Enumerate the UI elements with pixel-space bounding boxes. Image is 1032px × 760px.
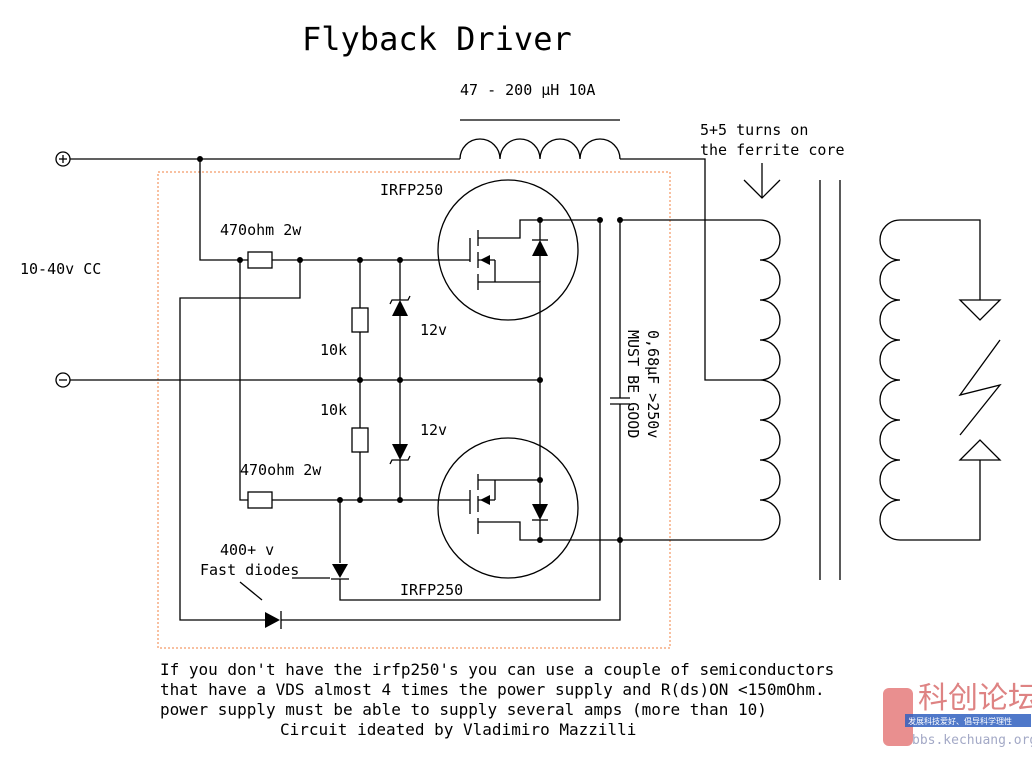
mosfet-bottom-label: IRFP250 — [400, 581, 463, 599]
capacitor-label-2: MUST BE GOOD — [624, 330, 642, 438]
resistor-10k-top — [351, 307, 369, 333]
capacitor-label-1: 0,68µF >250v — [644, 330, 662, 438]
center-tap-wire — [620, 158, 760, 381]
note-line-2: that have a VDS almost 4 times the power… — [160, 680, 825, 699]
electrode-bottom — [958, 439, 1002, 461]
watermark-brand: 科创论坛 — [918, 681, 1032, 716]
junction-dot — [537, 477, 543, 483]
cross-return-wire — [339, 220, 601, 601]
fast-diode-top — [331, 564, 349, 580]
drain-return-wire — [281, 540, 621, 621]
diode-pointer-arrow — [239, 577, 330, 601]
mosfet-top-label: IRFP250 — [380, 181, 443, 199]
turns-label-2: the ferrite core — [700, 141, 845, 159]
left-feed-wire — [239, 260, 248, 501]
note-line-3: power supply must be able to supply seve… — [160, 700, 767, 719]
mosfet-top — [437, 179, 600, 380]
secondary-winding — [879, 219, 901, 541]
junction-dot — [597, 217, 603, 223]
electrode-top — [958, 299, 1002, 321]
mosfet-bottom — [437, 380, 760, 579]
secondary-wire — [900, 460, 981, 541]
spark-icon — [958, 339, 1002, 436]
primary-winding — [759, 219, 781, 541]
driver-board-outline — [157, 171, 671, 649]
turns-label-1: 5+5 turns on — [700, 121, 808, 139]
junction-dot — [397, 377, 403, 383]
zener-top-label: 12v — [420, 321, 447, 339]
turns-arrow — [743, 163, 781, 199]
resistor-10k-bottom — [351, 427, 369, 453]
plus-terminal — [55, 151, 71, 167]
watermark-logo-icon — [883, 688, 913, 746]
cross-diode-wire — [179, 260, 301, 621]
fast-diode-bottom — [265, 611, 282, 629]
credit-line: Circuit ideated by Vladimiro Mazzilli — [280, 720, 636, 739]
junction-dot — [537, 217, 543, 223]
resistor-10k-bottom-label: 10k — [320, 401, 347, 419]
diode-label-2: Fast diodes — [200, 561, 299, 579]
minus-terminal — [55, 372, 71, 388]
inductor-label: 47 - 200 µH 10A — [460, 81, 595, 99]
watermark-banner — [905, 714, 1031, 727]
watermark-slogan: 发展科技爱好、倡导科学理性 — [908, 716, 1012, 726]
resistor-bottom-label: 470ohm 2w — [240, 461, 322, 479]
gate-feed-wire — [199, 159, 248, 261]
schematic-title: Flyback Driver — [302, 20, 572, 58]
junction-dot — [357, 377, 363, 383]
watermark-url: bbs.kechuang.org — [912, 733, 1032, 748]
junction-dot — [537, 537, 543, 543]
resistor-470-top — [247, 251, 273, 269]
resistor-10k-top-label: 10k — [320, 341, 347, 359]
zener-top — [389, 295, 411, 316]
watermark: 科创论坛 发展科技爱好、倡导科学理性 bbs.kechuang.org — [883, 681, 1032, 748]
supply-label: 10-40v CC — [20, 260, 101, 278]
note-line-1: If you don't have the irfp250's you can … — [160, 660, 834, 679]
zener-bottom-label: 12v — [420, 421, 447, 439]
resistor-top-label: 470ohm 2w — [220, 221, 302, 239]
inductor — [459, 119, 621, 160]
resistor-470-bottom — [247, 491, 273, 509]
secondary-wire — [900, 219, 981, 300]
diode-label-1: 400+ v — [220, 541, 274, 559]
